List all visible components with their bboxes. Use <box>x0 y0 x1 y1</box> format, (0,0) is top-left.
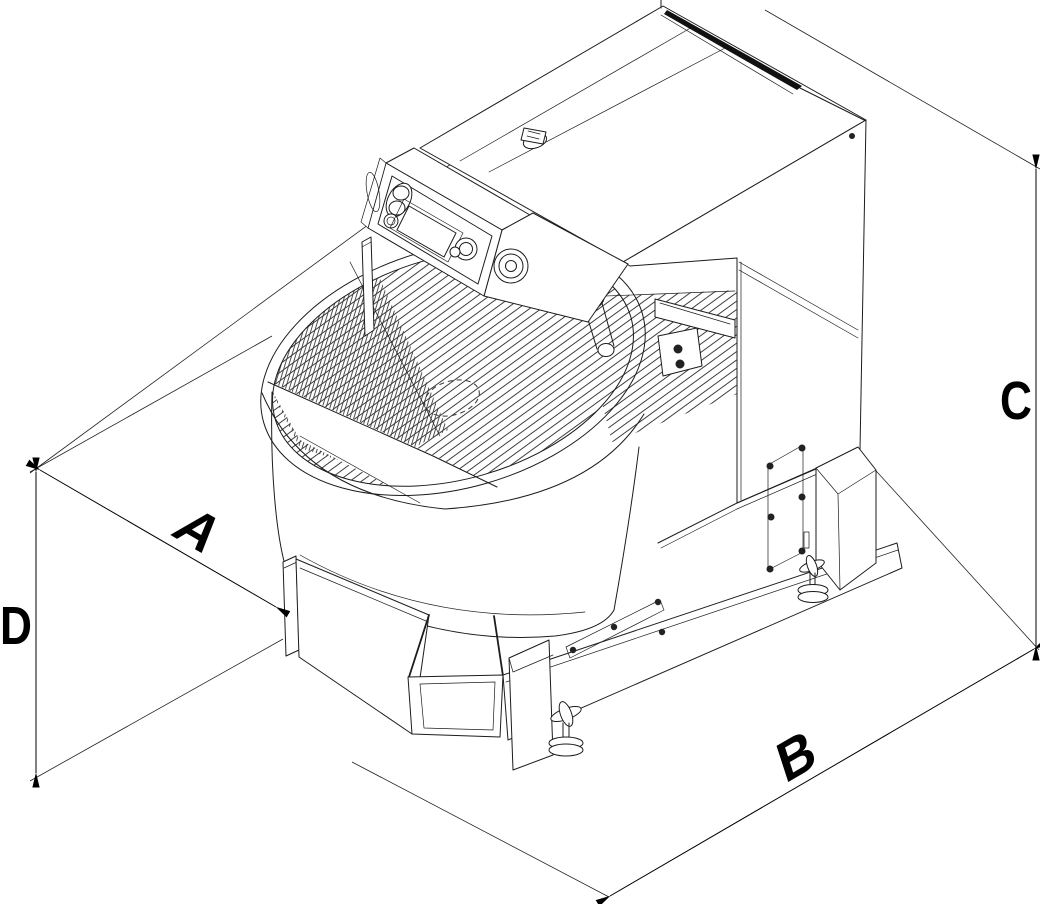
lid-latch <box>520 127 548 150</box>
panel-recess <box>377 175 493 285</box>
bracket-bolt <box>675 359 685 369</box>
front-foot-column <box>508 639 554 771</box>
base-vent-panel <box>565 599 665 659</box>
dimension-a: A <box>25 459 291 618</box>
front-foot-wing-screw[interactable] <box>548 700 584 757</box>
top-screw <box>849 133 855 139</box>
bracket-bolt <box>673 344 683 354</box>
front-foot[interactable] <box>508 639 584 771</box>
rear-foot[interactable] <box>797 446 877 603</box>
rear-foot-wing-screw[interactable] <box>797 554 829 603</box>
spiral-tool-dashed-circle <box>424 379 480 417</box>
emergency-stop-button[interactable] <box>449 237 478 261</box>
dimension-label-c: C <box>1000 371 1032 431</box>
rear-foot-housing <box>815 446 877 591</box>
dimension-label-b: B <box>770 717 823 795</box>
side-screw-panel <box>766 444 810 573</box>
dimension-label-a: A <box>161 497 236 562</box>
base-pedestal <box>282 542 903 741</box>
dimension-c: C <box>1000 154 1040 661</box>
dimension-d: D <box>0 457 40 788</box>
support-beam <box>654 298 736 339</box>
timer-knob[interactable] <box>383 213 399 229</box>
pedestal-front-face <box>407 674 504 738</box>
head-left-face <box>360 157 387 229</box>
control-head <box>360 147 629 323</box>
guard-left-post <box>361 236 375 337</box>
dimension-label-d: D <box>0 596 32 656</box>
pedestal-left-face <box>295 558 430 735</box>
dimension-b: B <box>595 638 1040 904</box>
selector-knob[interactable] <box>381 179 417 221</box>
panel-slot <box>803 531 810 549</box>
control-display <box>389 198 464 263</box>
top-edge-seam <box>664 10 802 90</box>
bowl-rim-band <box>261 392 645 510</box>
horn-dial[interactable] <box>493 248 529 284</box>
guard-solid-sector <box>266 380 497 508</box>
